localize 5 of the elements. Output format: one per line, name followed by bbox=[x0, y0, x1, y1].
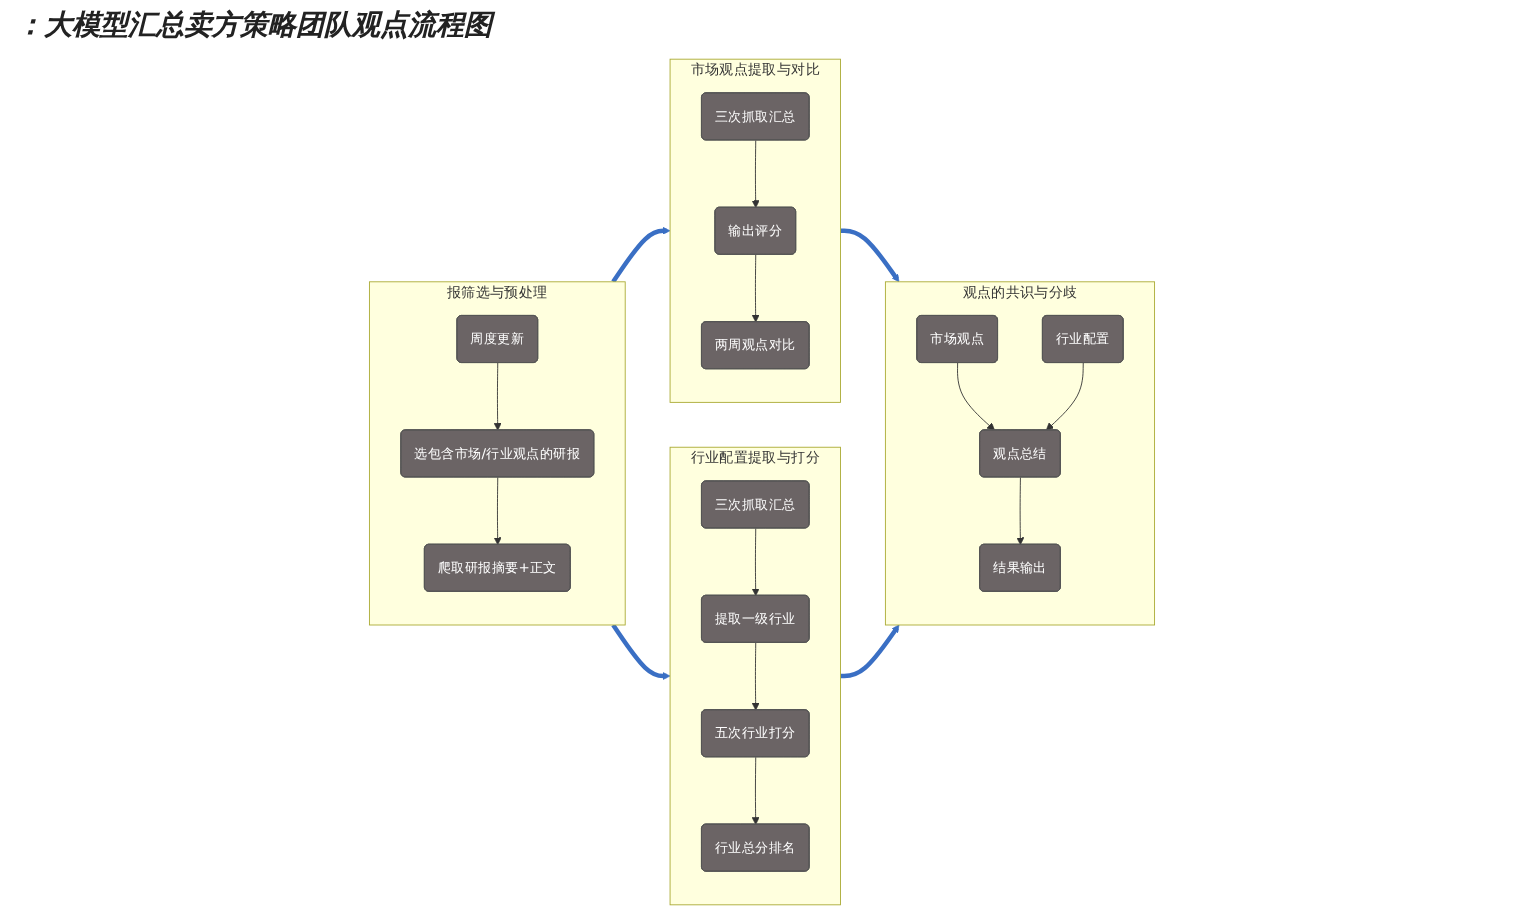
arrow bbox=[840, 624, 900, 679]
diagram-title: ：大模型汇总卖方策略团队观点流程图 bbox=[14, 7, 497, 46]
arrow bbox=[840, 228, 900, 283]
arrow bbox=[611, 623, 671, 680]
arrow bbox=[611, 226, 671, 284]
